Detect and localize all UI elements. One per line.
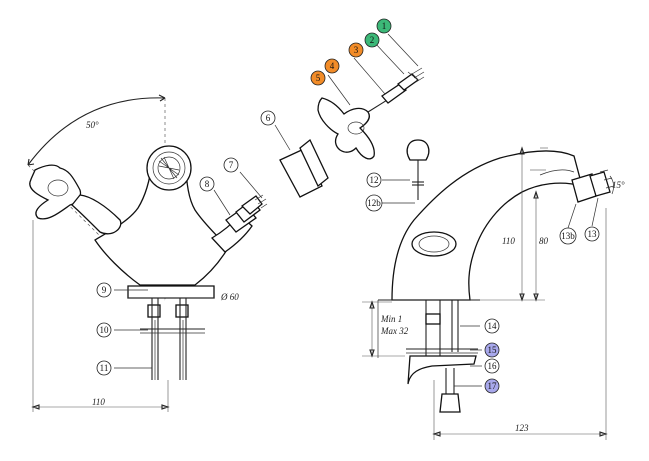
callout-label-3: 3 [354,45,359,55]
callout-label-4: 4 [330,61,335,71]
callout-label-2: 2 [370,35,375,45]
callout-label-7: 7 [229,160,234,170]
callout-circle-12 [366,172,382,188]
callout-circle-13 [584,226,600,242]
width-110-label: 110 [92,397,105,407]
max-label: Max 32 [380,326,409,336]
callout-circle-8 [199,176,215,192]
callout-circle-17 [484,378,500,394]
height-110-label: 110 [502,236,515,246]
min-label: Min 1 [380,314,402,324]
callout-circle-15 [484,342,500,358]
side-spout-body [391,150,583,301]
angle-15-label: 15° [612,180,625,190]
callout-label-15: 15 [488,345,498,355]
height-80-label: 80 [539,236,549,246]
popup-knob [406,139,430,161]
callout-label-10: 10 [100,325,110,335]
callout-label-11: 11 [100,363,109,373]
angle-50-label: 50° [86,120,99,130]
callout-circle-6 [260,110,276,126]
upper-cross-handle [317,97,375,160]
callout-circle-7 [223,157,239,173]
callout-label-13: 13 [588,229,598,239]
front-view-faucet [27,94,268,412]
callout-label-8: 8 [205,179,210,189]
callout-circle-13b [559,227,577,245]
callout-circle-16 [484,358,500,374]
callout-label-13b: 13b [561,231,575,241]
exploded-handle-parts [274,33,425,198]
callout-circle-2 [364,32,380,48]
callout-circle-4 [324,58,340,74]
callout-circle-5 [310,70,326,86]
diameter-label: Ø 60 [220,292,239,302]
callout-label-17: 17 [488,381,498,391]
side-view-faucet [362,139,615,440]
callout-label-12b: 12b [367,198,381,208]
callout-circle-11 [96,360,112,376]
callout-label-14: 14 [488,321,498,331]
handle-cup [279,147,323,198]
callout-label-6: 6 [266,113,271,123]
left-cross-handle [29,164,82,220]
callout-label-16: 16 [488,361,498,371]
callout-circle-14 [484,318,500,334]
width-123-label: 123 [515,423,529,433]
callout-circle-1 [376,18,392,34]
front-body [94,161,229,286]
angle-arc-left [27,97,166,166]
callout-label-9: 9 [102,285,107,295]
callout-label-1: 1 [382,21,387,31]
callout-label-12: 12 [370,175,379,185]
callout-circle-10 [96,322,112,338]
callout-circle-3 [348,42,364,58]
callout-label-5: 5 [316,73,321,83]
callout-circle-9 [96,282,112,298]
callout-circle-12b [365,194,383,212]
